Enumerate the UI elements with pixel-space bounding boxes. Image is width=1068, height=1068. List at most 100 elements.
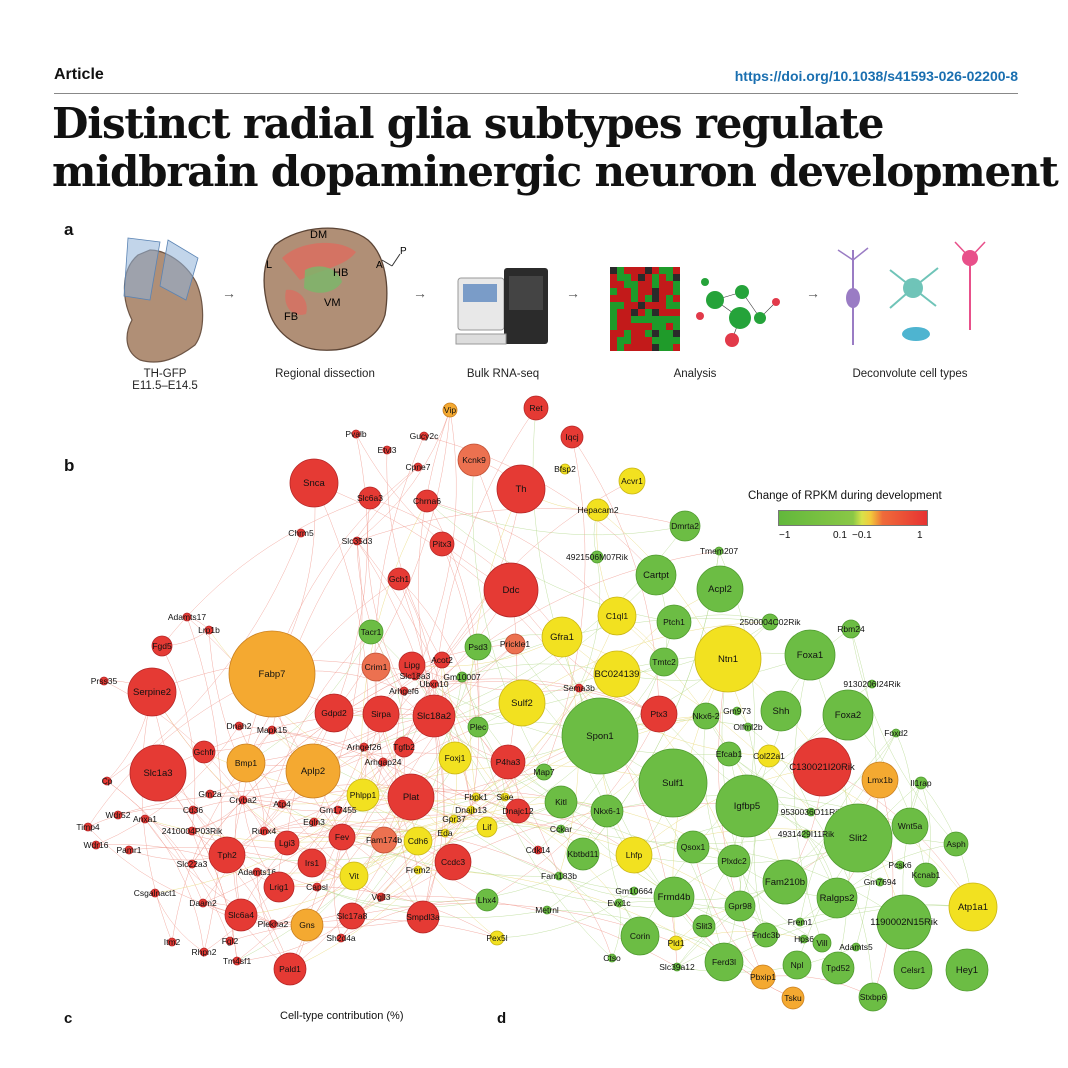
gene-node-foxa1[interactable]: Foxa1 xyxy=(784,629,836,681)
gene-node-gm2a[interactable]: Gm2a xyxy=(198,789,221,799)
gene-node-lgi3[interactable]: Lgi3 xyxy=(274,830,300,856)
gene-node-gm7694[interactable]: Gm7694 xyxy=(864,877,897,887)
gene-node-prss35[interactable]: Prss35 xyxy=(91,676,118,686)
gene-node-vgll3[interactable]: Vgll3 xyxy=(372,892,391,902)
gene-node-chrm5[interactable]: Chrm5 xyxy=(288,528,314,538)
gene-node-gm17455[interactable]: Gm17455 xyxy=(319,805,357,815)
gene-node-gm10007[interactable]: Gm10007 xyxy=(443,671,481,683)
gene-node-dnajc12[interactable]: Dnajc12 xyxy=(502,798,534,824)
gene-node-olfml2b[interactable]: Olfml2b xyxy=(733,722,763,732)
gene-node-slc22a3[interactable]: Slc22a3 xyxy=(177,859,208,869)
gene-node-arhgap24[interactable]: Arhgap24 xyxy=(365,757,402,767)
gene-node-acvr1[interactable]: Acvr1 xyxy=(618,467,646,495)
gene-node-gch1[interactable]: Gch1 xyxy=(387,567,411,591)
gene-node-frem1[interactable]: Frem1 xyxy=(788,917,813,927)
gene-node-gns[interactable]: Gns xyxy=(290,908,324,942)
gene-node-hps6[interactable]: Hps6 xyxy=(794,934,814,944)
gene-node-gm973[interactable]: Gm973 xyxy=(723,706,751,716)
gene-node-c1ql1[interactable]: C1ql1 xyxy=(597,596,637,636)
gene-node-il1rap[interactable]: Il1rap xyxy=(910,776,932,790)
gene-node-wdr16[interactable]: Wdr16 xyxy=(83,840,108,850)
gene-node-daam2[interactable]: Daam2 xyxy=(189,898,217,908)
gene-node-ccdc3[interactable]: Ccdc3 xyxy=(434,843,472,881)
gene-node-frmd4b[interactable]: Frmd4b xyxy=(653,876,695,918)
gene-node-col22a1[interactable]: Col22a1 xyxy=(753,744,785,768)
gene-node-tmem207[interactable]: Tmem207 xyxy=(700,546,739,556)
gene-node-mapk15[interactable]: Mapk15 xyxy=(257,725,288,735)
gene-node-aplp2[interactable]: Aplp2 xyxy=(285,743,341,799)
gene-node-evx1c[interactable]: Evx1c xyxy=(607,898,631,908)
gene-node-snca[interactable]: Snca xyxy=(289,458,339,508)
gene-node-efcab1[interactable]: Efcab1 xyxy=(716,741,743,767)
gene-node-tmtc2[interactable]: Tmtc2 xyxy=(649,647,679,677)
gene-node-pbxip1[interactable]: Pbxip1 xyxy=(750,964,776,990)
gene-node-tpd52[interactable]: Tpd52 xyxy=(821,951,855,985)
gene-node-dnajb13[interactable]: Dnajb13 xyxy=(455,805,487,815)
gene-node-etvl3[interactable]: Etvl3 xyxy=(378,445,397,455)
gene-node-tacr1[interactable]: Tacr1 xyxy=(358,619,384,645)
gene-node-slc18a2[interactable]: Slc18a2 xyxy=(412,694,456,738)
gene-node-slc6a4[interactable]: Slc6a4 xyxy=(224,898,258,932)
gene-node-foxd2[interactable]: Foxd2 xyxy=(884,728,908,738)
gene-node-cpne7[interactable]: Cpne7 xyxy=(405,462,430,472)
gene-node-tm4sf1[interactable]: Tm4sf1 xyxy=(223,956,252,966)
gene-node-pald1[interactable]: Pald1 xyxy=(273,952,307,986)
gene-node-gucy2c[interactable]: Gucy2c xyxy=(410,431,440,441)
gene-node-pitx3[interactable]: Pitx3 xyxy=(429,531,455,557)
gene-node-asph[interactable]: Asph xyxy=(943,831,969,857)
doi-link[interactable]: https://doi.org/10.1038/s41593-026-02200… xyxy=(734,68,1018,84)
gene-node-slc39a12[interactable]: Slc39a12 xyxy=(659,962,695,972)
gene-node-chrna6[interactable]: Chrna6 xyxy=(413,489,441,513)
gene-node-bmp1[interactable]: Bmp1 xyxy=(226,743,266,783)
gene-node-fgl2[interactable]: Fgl2 xyxy=(222,936,239,946)
gene-node-slit3[interactable]: Slit3 xyxy=(692,914,716,938)
gene-node-rhpn2[interactable]: Rhpn2 xyxy=(191,947,216,957)
gene-node-runx4[interactable]: Runx4 xyxy=(252,826,277,836)
gene-node-pex5l[interactable]: Pex5l xyxy=(486,930,508,946)
gene-node-fam174b[interactable]: Fam174b xyxy=(366,826,402,854)
gene-node-dnah2[interactable]: Dnah2 xyxy=(226,721,251,731)
gene-node-ddc[interactable]: Ddc xyxy=(483,562,539,618)
gene-node-qsox1[interactable]: Qsox1 xyxy=(676,830,710,864)
gene-node-hepacam2[interactable]: Hepacam2 xyxy=(577,498,619,522)
gene-node-csgalnact1[interactable]: Csgalnact1 xyxy=(134,888,177,898)
gene-node-1190002n15rik[interactable]: 1190002N15Rik xyxy=(870,894,938,950)
gene-node-cdk14[interactable]: Cdk14 xyxy=(526,845,551,855)
gene-node-ferd3l[interactable]: Ferd3l xyxy=(704,942,744,982)
gene-node-kbtbd11[interactable]: Kbtbd11 xyxy=(566,837,600,871)
gene-node-4931429i11rik[interactable]: 4931429I11Rik xyxy=(778,829,835,839)
gene-node-celsr1[interactable]: Celsr1 xyxy=(893,950,933,990)
gene-node-sh2d4a[interactable]: Sh2d4a xyxy=(326,933,356,943)
gene-node-kitl[interactable]: Kitl xyxy=(544,785,578,819)
gene-node-prickle1[interactable]: Prickle1 xyxy=(500,633,531,655)
gene-node-lrig1[interactable]: Lrig1 xyxy=(263,871,295,903)
gene-node-arhgef6[interactable]: Arhgef6 xyxy=(389,686,419,696)
gene-node-ntn1[interactable]: Ntn1 xyxy=(694,625,762,693)
gene-node-rbm24[interactable]: Rbm24 xyxy=(837,619,865,639)
gene-node-ret[interactable]: Ret xyxy=(523,395,549,421)
gene-node-cckar[interactable]: Cckar xyxy=(550,824,572,834)
gene-node-arhgef26[interactable]: Arhgef26 xyxy=(347,742,382,752)
gene-node-adamts5[interactable]: Adamts5 xyxy=(839,942,873,952)
gene-node-itm2[interactable]: Itm2 xyxy=(164,937,181,947)
gene-node-nkx6-2[interactable]: Nkx6-2 xyxy=(693,702,720,730)
gene-node-pvalb[interactable]: Pvalb xyxy=(345,429,367,439)
gene-node-npl[interactable]: Npl xyxy=(782,950,812,980)
gene-node-cartpt[interactable]: Cartpt xyxy=(635,554,677,596)
gene-node-serpine2[interactable]: Serpine2 xyxy=(127,667,177,717)
gene-node-gchfr[interactable]: Gchfr xyxy=(192,740,216,764)
gene-node-pld1[interactable]: Pld1 xyxy=(667,935,685,951)
gene-node-fam210b[interactable]: Fam210b xyxy=(762,859,808,905)
gene-node-gfra1[interactable]: Gfra1 xyxy=(541,616,583,658)
gene-node-sulf2[interactable]: Sulf2 xyxy=(498,679,546,727)
gene-node-bfsp2[interactable]: Bfsp2 xyxy=(554,463,576,475)
gene-node-foxa2[interactable]: Foxa2 xyxy=(822,689,874,741)
gene-node-psd3[interactable]: Psd3 xyxy=(464,633,492,661)
gene-node-slc1a3[interactable]: Slc1a3 xyxy=(129,744,187,802)
gene-node-atp1a1[interactable]: Atp1a1 xyxy=(948,882,998,932)
gene-node-p4ha3[interactable]: P4ha3 xyxy=(490,744,526,780)
gene-node-vill[interactable]: Vill xyxy=(812,933,832,953)
gene-node-tgfb2[interactable]: Tgfb2 xyxy=(393,736,415,758)
gene-node-kcnab1[interactable]: Kcnab1 xyxy=(912,862,941,888)
gene-node-smpdl3a[interactable]: Smpdl3a xyxy=(406,900,440,934)
